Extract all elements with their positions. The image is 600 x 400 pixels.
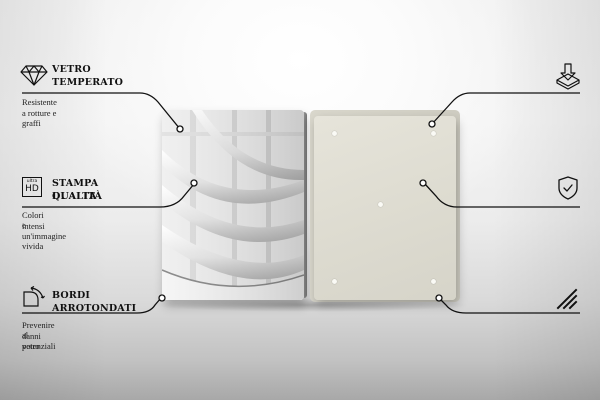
ultra-hd-icon: ultra HD (22, 177, 42, 197)
anti-slip-pad (431, 131, 436, 136)
polished-edge-icon (556, 288, 578, 310)
glass-panel-front-image (162, 110, 304, 300)
anti-slip-pad (431, 279, 436, 284)
feature-title: TEMPERATO (52, 77, 124, 88)
feature-description: Resistente a rotture e graffi (22, 97, 57, 128)
feature-description: Prevenire danni potenziali (22, 320, 56, 351)
feature-description: e un'immagine vivida (22, 220, 67, 251)
abstract-curves-artwork (162, 110, 304, 300)
rounded-corner-icon (23, 286, 45, 307)
anti-slip-pad-icon (556, 63, 580, 90)
feature-title: ARROTONDATI (52, 303, 137, 314)
back-panel-protective-film (314, 116, 456, 300)
feature-title: QUALITÀ (52, 191, 103, 202)
diamond-icon (20, 65, 48, 86)
feature-title: VETRO (52, 64, 91, 75)
feature-description: Colori intensi (22, 210, 45, 231)
anti-slip-pad (332, 279, 337, 284)
feature-description: al vetro (22, 330, 40, 351)
shield-check-icon (558, 176, 578, 200)
feature-title: BORDI (52, 290, 91, 301)
feature-title: STAMPA DI ALTA (52, 178, 99, 202)
anti-slip-pad (332, 131, 337, 136)
anti-slip-pad (378, 202, 383, 207)
